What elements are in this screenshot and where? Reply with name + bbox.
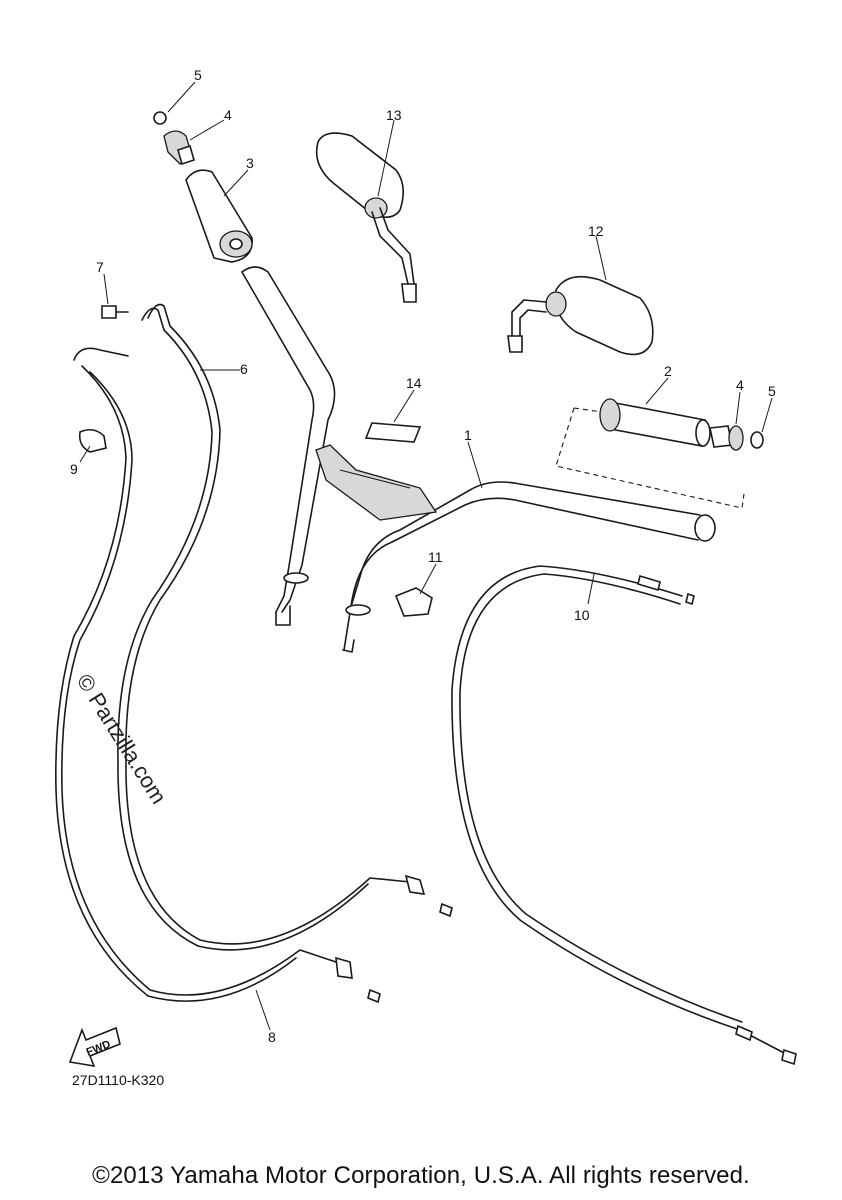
callout-7: 7 [96, 259, 104, 275]
callout-3: 3 [246, 155, 254, 171]
callout-4-right: 4 [736, 377, 744, 393]
cable-screw [101, 305, 117, 319]
fwd-arrow-icon: FWD [68, 1026, 121, 1068]
callout-1: 1 [464, 427, 472, 443]
handlebar [241, 266, 716, 653]
copyright: ©2013 Yamaha Motor Corporation, U.S.A. A… [92, 1162, 750, 1189]
cable-10 [451, 565, 797, 1066]
left-screw [153, 111, 167, 125]
callout-5-right: 5 [768, 383, 776, 399]
right-mirror [507, 275, 654, 356]
callout-4-left: 4 [224, 107, 232, 123]
callout-6: 6 [240, 361, 248, 377]
cable-8 [55, 347, 381, 1004]
callout-11: 11 [428, 549, 443, 565]
callout-2: 2 [664, 363, 672, 379]
cable-6 [117, 303, 453, 951]
callout-8: 8 [268, 1029, 276, 1045]
left-grip [185, 169, 253, 263]
part-14-label-plate [364, 422, 422, 443]
right-grip [599, 398, 711, 447]
cable-clip [78, 428, 107, 453]
callout-5-left: 5 [194, 67, 202, 83]
handlebar-switch [394, 587, 433, 617]
leader-lines [79, 81, 773, 1031]
callout-9: 9 [70, 461, 78, 477]
right-screw [750, 431, 764, 449]
callouts: 5 4 3 13 12 7 6 14 1 2 4 5 9 11 10 8 [70, 67, 776, 1045]
left-bar-end-weight [163, 130, 195, 166]
left-mirror [315, 132, 417, 303]
part-code: 27D1110-K320 [72, 1072, 165, 1088]
callout-13: 13 [386, 107, 402, 123]
callout-12: 12 [588, 223, 604, 239]
callout-14: 14 [406, 375, 422, 391]
callout-10: 10 [574, 607, 590, 623]
right-bar-end-weight [709, 425, 744, 451]
